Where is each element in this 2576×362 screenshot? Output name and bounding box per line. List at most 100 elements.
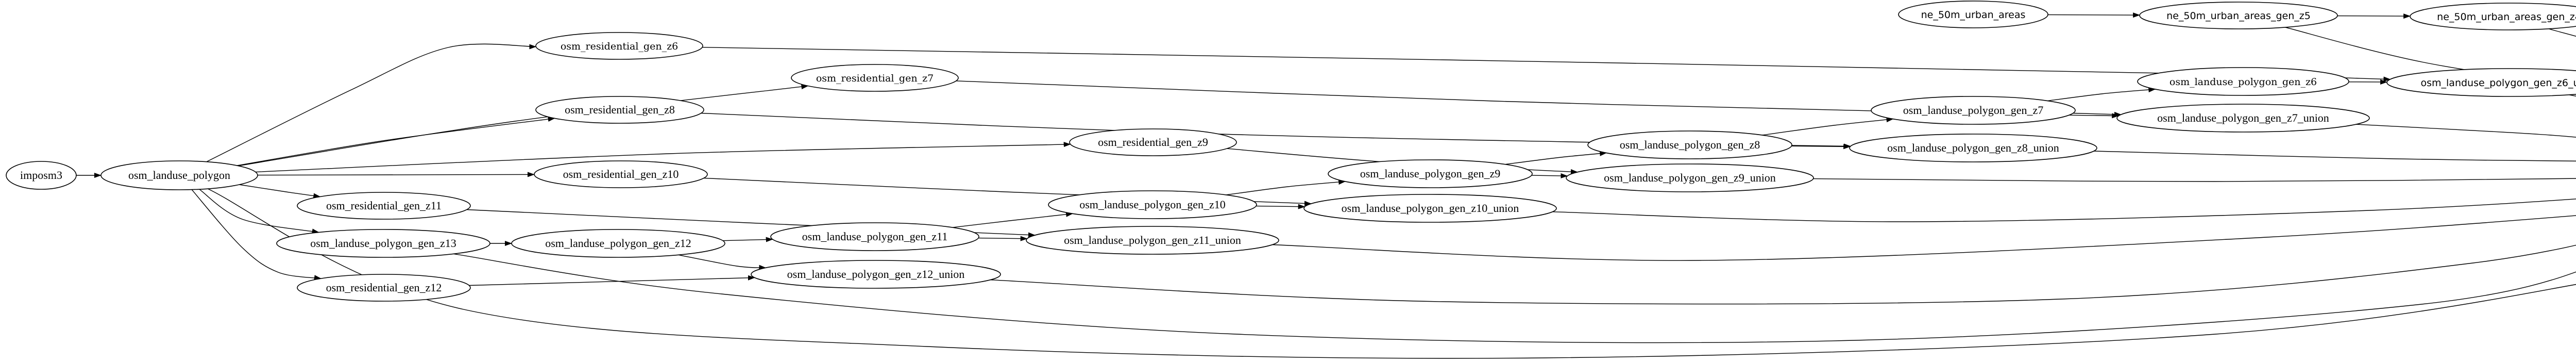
node-shape-osm_landuse_polygon_gen_z10 [1048, 190, 1257, 219]
node-label-osm_landuse_polygon_gen_z11_union: osm_landuse_polygon_gen_z11_union [1064, 234, 1241, 246]
edge-osm_landuse_polygon-to-osm_residential_gen_z9 [255, 142, 1071, 173]
node-ne_50m_urban_areas_gen_z5: ne_50m_urban_areas_gen_z5 [2139, 2, 2338, 29]
node-osm_landuse_polygon: osm_landuse_polygon [100, 160, 258, 190]
node-osm_landuse_polygon_gen_z12: osm_landuse_polygon_gen_z12 [511, 229, 725, 258]
node-osm_residential_gen_z8: osm_residential_gen_z8 [535, 96, 704, 124]
node-label-osm_residential_gen_z9: osm_residential_gen_z9 [1098, 136, 1208, 149]
node-shape-osm_landuse_polygon_gen_z7 [1871, 96, 2076, 125]
node-imposm3: imposm3 [6, 161, 77, 190]
node-label-ne_50m_urban_areas_gen_z4: ne_50m_urban_areas_gen_z4 [2437, 11, 2576, 23]
edges-layer [76, 12, 2576, 359]
node-shape-osm_residential_gen_z9 [1069, 128, 1237, 156]
node-label-osm_landuse_polygon_gen_z7_union: osm_landuse_polygon_gen_z7_union [2157, 111, 2329, 124]
node-osm_residential_gen_z10: osm_residential_gen_z10 [534, 160, 708, 188]
node-osm_landuse_polygon_gen_z12_union: osm_landuse_polygon_gen_z12_union [751, 260, 1001, 289]
node-osm_landuse_polygon_gen_z8_union: osm_landuse_polygon_gen_z8_union [1849, 134, 2097, 162]
node-osm_landuse_polygon_gen_z7_union: osm_landuse_polygon_gen_z7_union [2116, 104, 2370, 133]
edge-osm_landuse_polygon_gen_z9-to-osm_landuse_polygon_gen_z8 [1505, 151, 1607, 165]
node-label-osm_residential_gen_z8: osm_residential_gen_z8 [565, 103, 675, 116]
edge-osm_landuse_polygon_gen_z8_union-to-layer_landuse-z8 [2093, 151, 2576, 162]
node-shape-osm_residential_gen_z7 [791, 64, 959, 92]
edge-osm_landuse_polygon_gen_z11-to-osm_landuse_polygon_gen_z11_union [978, 236, 1028, 241]
node-shape-osm_residential_gen_z12 [297, 274, 471, 302]
node-label-osm_landuse_polygon_gen_z8: osm_landuse_polygon_gen_z8 [1620, 138, 1760, 151]
node-ne_50m_urban_areas: ne_50m_urban_areas [1898, 1, 2048, 28]
node-label-osm_residential_gen_z7: osm_residential_gen_z7 [816, 73, 934, 84]
edge-osm_landuse_polygon_gen_z6_union-to-layer_landuse-z6 [2569, 94, 2576, 97]
node-label-osm_residential_gen_z12: osm_residential_gen_z12 [326, 281, 442, 294]
node-shape-osm_landuse_polygon_gen_z9_union [1566, 163, 1814, 192]
edge-osm_landuse_polygon_gen_z9_union-to-layer_landuse-z9 [1813, 178, 2576, 182]
node-label-ne_50m_urban_areas: ne_50m_urban_areas [1921, 9, 2026, 21]
node-label-osm_residential_gen_z11: osm_residential_gen_z11 [326, 199, 442, 212]
node-shape-osm_landuse_polygon_gen_z6 [2137, 67, 2349, 96]
node-osm_residential_gen_z9: osm_residential_gen_z9 [1069, 128, 1237, 156]
edge-osm_landuse_polygon-to-osm_landuse_polygon_gen_z13 [199, 189, 319, 234]
node-osm_residential_gen_z12: osm_residential_gen_z12 [297, 274, 471, 302]
node-osm_residential_gen_z6: osm_residential_gen_z6 [535, 32, 703, 60]
node-shape-osm_landuse_polygon_gen_z12 [511, 229, 725, 258]
node-shape-osm_landuse_polygon_gen_z8_union [1849, 134, 2097, 162]
node-shape-imposm3 [6, 161, 77, 190]
edge-osm_residential_gen_z12-to-osm_landuse_polygon_gen_z12_union [469, 275, 755, 286]
node-osm_landuse_polygon_gen_z10: osm_landuse_polygon_gen_z10 [1048, 190, 1257, 219]
node-shape-osm_landuse_polygon_gen_z12_union [751, 260, 1001, 289]
node-label-osm_residential_gen_z10: osm_residential_gen_z10 [563, 168, 679, 180]
node-osm_landuse_polygon_gen_z10_union: osm_landuse_polygon_gen_z10_union [1303, 194, 1557, 223]
edge-osm_landuse_polygon_gen_z10_union-to-layer_landuse-z10 [1552, 199, 2576, 222]
node-label-osm_landuse_polygon_gen_z7: osm_landuse_polygon_gen_z7 [1903, 104, 2044, 117]
edge-osm_landuse_polygon-to-osm_residential_gen_z6 [206, 43, 537, 162]
node-osm_landuse_polygon_gen_z9_union: osm_landuse_polygon_gen_z9_union [1566, 163, 1814, 192]
node-osm_residential_gen_z7: osm_residential_gen_z7 [791, 64, 959, 92]
edge-osm_landuse_polygon-to-osm_residential_gen_z8 [236, 117, 555, 166]
edge-osm_landuse_polygon-to-osm_residential_gen_z7 [238, 84, 809, 167]
node-label-ne_50m_urban_areas_gen_z5: ne_50m_urban_areas_gen_z5 [2166, 10, 2311, 22]
edge-osm_landuse_polygon_gen_z12-to-osm_landuse_polygon_gen_z12_union [678, 254, 767, 270]
node-osm_landuse_polygon_gen_z11: osm_landuse_polygon_gen_z11 [770, 222, 979, 251]
node-shape-osm_residential_gen_z8 [535, 96, 704, 124]
node-osm_landuse_polygon_gen_z7: osm_landuse_polygon_gen_z7 [1871, 96, 2076, 125]
edge-osm_landuse_polygon_gen_z12_union-to-layer_landuse-z12 [990, 244, 2576, 305]
node-shape-osm_landuse_polygon_gen_z7_union [2116, 104, 2370, 133]
node-label-osm_landuse_polygon_gen_z6: osm_landuse_polygon_gen_z6 [2170, 76, 2317, 88]
edge-osm_landuse_polygon_gen_z10-to-osm_landuse_polygon_gen_z10_union [1256, 204, 1306, 209]
node-shape-osm_landuse_polygon_gen_z10_union [1303, 194, 1557, 223]
node-shape-osm_landuse_polygon_gen_z9 [1328, 159, 1533, 188]
edge-osm_landuse_polygon_gen_z7_union-to-layer_landuse-z7 [2355, 124, 2576, 138]
node-label-osm_landuse_polygon_gen_z9: osm_landuse_polygon_gen_z9 [1360, 167, 1501, 180]
node-label-osm_landuse_polygon_gen_z13: osm_landuse_polygon_gen_z13 [310, 237, 456, 250]
edge-osm_landuse_polygon_gen_z11-to-osm_landuse_polygon_gen_z10 [953, 211, 1074, 228]
node-label-osm_landuse_polygon_gen_z12: osm_landuse_polygon_gen_z12 [545, 237, 691, 250]
edge-osm_landuse_polygon_gen_z9-to-osm_landuse_polygon_gen_z9_union [1531, 173, 1568, 178]
node-osm_landuse_polygon_gen_z11_union: osm_landuse_polygon_gen_z11_union [1026, 226, 1279, 255]
nodes-layer: imposm3 osm_landuse_polygon osm_residentia… [6, 1, 2576, 302]
node-label-osm_landuse_polygon_gen_z12_union: osm_landuse_polygon_gen_z12_union [787, 268, 965, 281]
node-osm_landuse_polygon_gen_z9: osm_landuse_polygon_gen_z9 [1328, 159, 1533, 188]
node-label-osm_landuse_polygon: osm_landuse_polygon [128, 169, 230, 182]
edge-osm_landuse_polygon-to-osm_residential_gen_z10 [257, 172, 535, 177]
edge-ne_50m_urban_areas_gen_z4-to-layer_landuse-z4 [2548, 28, 2576, 37]
node-label-osm_landuse_polygon_gen_z9_union: osm_landuse_polygon_gen_z9_union [1604, 171, 1776, 184]
node-label-osm_landuse_polygon_gen_z8_union: osm_landuse_polygon_gen_z8_union [1887, 141, 2059, 154]
node-osm_landuse_polygon_gen_z13: osm_landuse_polygon_gen_z13 [276, 229, 490, 258]
node-shape-osm_landuse_polygon_gen_z11_union [1026, 226, 1279, 255]
node-shape-osm_landuse_polygon [100, 160, 258, 190]
node-shape-osm_landuse_polygon_gen_z8 [1587, 130, 1792, 159]
node-label-osm_landuse_polygon_gen_z11: osm_landuse_polygon_gen_z11 [802, 230, 948, 243]
edge-osm_landuse_polygon-to-layer_landuse-z14+ [208, 188, 2576, 359]
edge-osm_landuse_polygon_gen_z11_union-to-layer_landuse-z11 [1272, 215, 2576, 261]
node-shape-osm_residential_gen_z10 [534, 160, 708, 188]
node-ne_50m_urban_areas_gen_z4: ne_50m_urban_areas_gen_z4 [2410, 3, 2576, 30]
edge-ne_50m_urban_areas_gen_z5-to-ne_50m_urban_areas_gen_z4 [2337, 13, 2411, 19]
node-label-imposm3: imposm3 [20, 169, 62, 182]
edge-osm_landuse_polygon_gen_z7-to-osm_landuse_polygon_gen_z6 [2047, 87, 2156, 102]
node-shape-osm_residential_gen_z11 [297, 192, 471, 220]
edge-osm_landuse_polygon-to-osm_residential_gen_z11 [239, 184, 321, 199]
edge-osm_landuse_polygon_gen_z10-to-osm_landuse_polygon_gen_z9 [1226, 179, 1346, 195]
node-osm_landuse_polygon_gen_z6: osm_landuse_polygon_gen_z6 [2137, 67, 2349, 96]
node-label-osm_residential_gen_z6: osm_residential_gen_z6 [561, 41, 678, 52]
node-shape-osm_residential_gen_z6 [535, 32, 703, 60]
edge-osm_landuse_polygon_gen_z12-to-osm_landuse_polygon_gen_z11 [722, 237, 773, 242]
